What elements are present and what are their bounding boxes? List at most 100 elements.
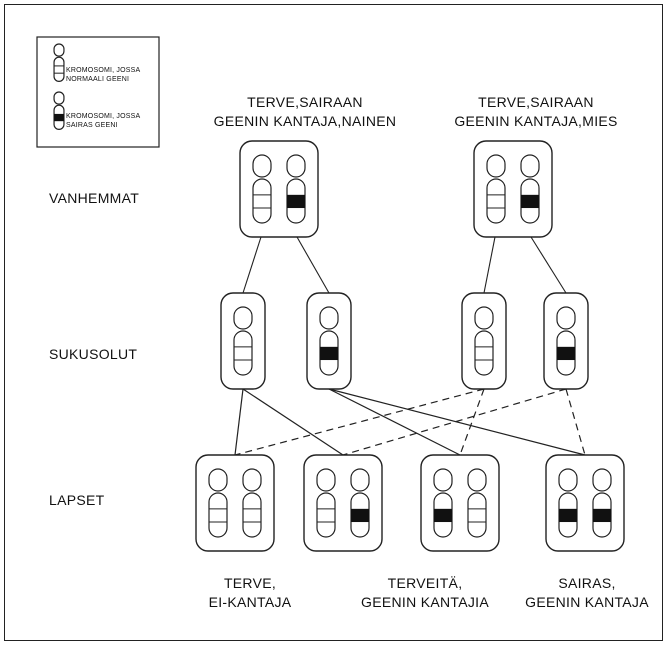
cell-outline: [420, 454, 500, 552]
parent-cell: [473, 140, 553, 238]
chromosome-normal: [316, 468, 336, 538]
chromosome-upper-arm: [242, 468, 262, 492]
chromosome-lower-arm: [486, 178, 506, 224]
chromosome-normal: [467, 468, 487, 538]
cell-outline: [195, 454, 275, 552]
connection-lines: [234, 236, 586, 456]
affected-gene-band: [557, 346, 575, 361]
cross-line-solid: [328, 388, 586, 456]
chromosome-lower-arm: [467, 492, 487, 538]
cross-line-dashed: [459, 388, 485, 456]
chromosome-lower-arm: [252, 178, 272, 224]
legend-normal-text: KROMOSOMI, JOSSA NORMAALI GEENI: [66, 66, 140, 84]
affected-gene-band: [593, 508, 611, 523]
chromosome-affected: [520, 154, 540, 224]
outcome-healthy-line2: EI-KANTAJA: [208, 594, 292, 610]
affected-gene-band: [434, 508, 452, 523]
chromosome-upper-arm: [520, 154, 540, 178]
outcome-carriers-line2: GEENIN KANTAJIA: [361, 594, 489, 610]
chromosome-upper-arm: [233, 306, 253, 330]
chromosome-upper-arm: [319, 306, 339, 330]
mother-caption: TERVE,SAIRAAN GEENIN KANTAJA,NAINEN: [210, 93, 400, 131]
chromosome-upper-arm: [592, 468, 612, 492]
child-cell: [303, 454, 383, 552]
chromosome-normal: [486, 154, 506, 224]
outcome-affected: SAIRAS, GEENIN KANTAJA: [512, 574, 662, 612]
cross-line-solid: [242, 388, 344, 456]
father-caption: TERVE,SAIRAAN GEENIN KANTAJA,MIES: [436, 93, 636, 131]
chromosome-upper-arm: [208, 468, 228, 492]
chromosome-upper-arm: [474, 306, 494, 330]
outcome-carriers-line1: TERVEITÄ,: [387, 575, 463, 591]
chromosome-lower-arm: [474, 330, 494, 376]
chromosome-affected: [558, 468, 578, 538]
cross-line-dashed: [565, 388, 586, 456]
gamete-cell: [306, 292, 352, 390]
outcome-healthy-line1: TERVE,: [223, 575, 277, 591]
affected-gene-band: [320, 346, 338, 361]
gamete-cell: [461, 292, 507, 390]
chromosome-normal: [242, 468, 262, 538]
chromosome-affected: [556, 306, 576, 376]
parent-gamete-line: [530, 236, 567, 294]
chromosome-lower-arm: [53, 56, 65, 83]
child-cell: [545, 454, 625, 552]
outcome-affected-line1: SAIRAS,: [558, 575, 616, 591]
cell-outline: [239, 140, 319, 238]
child-cell: [420, 454, 500, 552]
parent-gamete-line: [296, 236, 330, 294]
chromosome-affected: [350, 468, 370, 538]
cell-groups: [195, 140, 625, 552]
father-caption-line1: TERVE,SAIRAAN: [478, 94, 594, 110]
child-cell: [195, 454, 275, 552]
father-caption-line2: GEENIN KANTAJA,MIES: [454, 113, 618, 129]
row-label-gametes: SUKUSOLUT: [49, 346, 138, 362]
chromosome-upper-arm: [433, 468, 453, 492]
affected-gene-band: [54, 113, 64, 122]
row-label-parents: VANHEMMAT: [49, 190, 140, 206]
chromosome-normal: [208, 468, 228, 538]
cross-line-dashed: [342, 388, 567, 456]
cell-outline: [473, 140, 553, 238]
chromosome-lower-arm: [208, 492, 228, 538]
chromosome-normal: [233, 306, 253, 376]
chromosome-lower-arm: [316, 492, 336, 538]
chromosome-lower-arm: [233, 330, 253, 376]
chromosome-normal: [474, 306, 494, 376]
outcome-carriers: TERVEITÄ, GEENIN KANTAJIA: [330, 574, 520, 612]
outcome-affected-line2: GEENIN KANTAJA: [525, 594, 649, 610]
chromosome-affected: [319, 306, 339, 376]
chromosome-affected: [592, 468, 612, 538]
chromosome-upper-arm: [467, 468, 487, 492]
affected-gene-band: [559, 508, 577, 523]
cell-outline: [303, 454, 383, 552]
legend-affected-text: KROMOSOMI, JOSSA SAIRAS GEENI: [66, 112, 140, 130]
affected-gene-band: [521, 194, 539, 209]
affected-gene-band: [351, 508, 369, 523]
legend-normal-line2: NORMAALI GEENI: [66, 76, 130, 83]
legend-affected-line1: KROMOSOMI, JOSSA: [66, 113, 141, 120]
chromosome-upper-arm: [486, 154, 506, 178]
affected-gene-band: [287, 194, 305, 209]
chromosome-upper-arm: [53, 91, 65, 105]
parent-gamete-line: [483, 236, 496, 294]
chromosome-upper-arm: [286, 154, 306, 178]
gamete-cell: [543, 292, 589, 390]
chromosome-normal: [252, 154, 272, 224]
diagram-frame: [4, 4, 663, 641]
legend-box: [36, 36, 160, 148]
row-label-children: LAPSET: [49, 492, 105, 508]
parent-cell: [239, 140, 319, 238]
chromosome-upper-arm: [252, 154, 272, 178]
chromosome-upper-arm: [316, 468, 336, 492]
chromosome-affected: [433, 468, 453, 538]
chromosome-upper-arm: [556, 306, 576, 330]
parent-gamete-line: [242, 236, 262, 294]
outcome-healthy: TERVE, EI-KANTAJA: [190, 574, 310, 612]
chromosome-affected: [286, 154, 306, 224]
chromosome-lower-arm: [242, 492, 262, 538]
chromosome-upper-arm: [558, 468, 578, 492]
mother-caption-line1: TERVE,SAIRAAN: [247, 94, 363, 110]
cell-outline: [545, 454, 625, 552]
